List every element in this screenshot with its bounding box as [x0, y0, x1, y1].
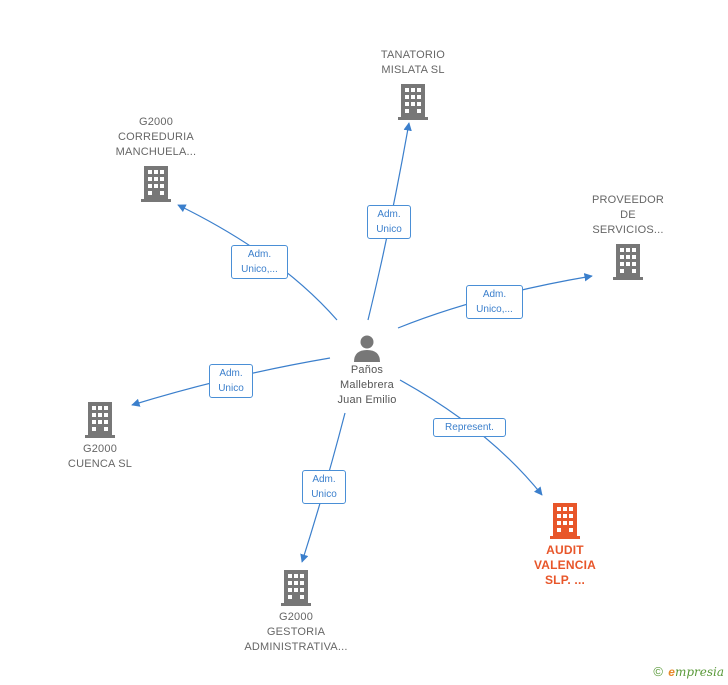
company-node-correduria[interactable]: G2000 CORREDURIA MANCHUELA...: [101, 115, 211, 202]
company-node-audit[interactable]: AUDIT VALENCIA SLP. ...: [520, 503, 610, 588]
company-name: G2000 CUENCA SL: [67, 443, 133, 470]
company-name: PROVEEDOR DE SERVICIOS...: [591, 194, 665, 236]
company-name: G2000 CORREDURIA MANCHUELA...: [115, 116, 197, 158]
copyright-icon: ©: [653, 664, 663, 679]
relation-label-tanatorio[interactable]: Adm. Unico: [367, 205, 411, 239]
brand-logo-initial: e: [668, 665, 675, 679]
company-node-cuenca[interactable]: G2000 CUENCA SL: [50, 402, 150, 472]
relation-label-correduria[interactable]: Adm. Unico,...: [231, 245, 288, 279]
building-icon: [398, 84, 428, 120]
building-icon: [141, 166, 171, 202]
company-node-proveedor[interactable]: PROVEEDOR DE SERVICIOS...: [577, 193, 679, 280]
relation-label-cuenca[interactable]: Adm. Unico: [209, 364, 253, 398]
brand-footer: © empresia: [653, 664, 724, 679]
brand-logo-text: mpresia: [674, 665, 724, 679]
company-name: AUDIT VALENCIA SLP. ...: [533, 543, 597, 587]
company-name: TANATORIO MISLATA SL: [380, 49, 446, 76]
edge-audit: [399, 379, 543, 496]
company-name: G2000 GESTORIA ADMINISTRATIVA...: [244, 611, 348, 653]
person-node[interactable]: Paños Mallebrera Juan Emilio: [322, 333, 412, 408]
building-icon: [281, 570, 311, 606]
relation-label-gestoria[interactable]: Adm. Unico: [302, 470, 346, 504]
relation-label-audit[interactable]: Represent.: [433, 418, 506, 437]
building-icon: [613, 244, 643, 280]
relation-label-proveedor[interactable]: Adm. Unico,...: [466, 285, 523, 319]
building-icon: [550, 503, 580, 539]
company-node-gestoria[interactable]: G2000 GESTORIA ADMINISTRATIVA...: [236, 570, 356, 655]
building-icon: [85, 402, 115, 438]
person-icon: [354, 335, 380, 362]
company-node-tanatorio[interactable]: TANATORIO MISLATA SL: [363, 48, 463, 120]
person-name: Paños Mallebrera Juan Emilio: [337, 364, 397, 406]
